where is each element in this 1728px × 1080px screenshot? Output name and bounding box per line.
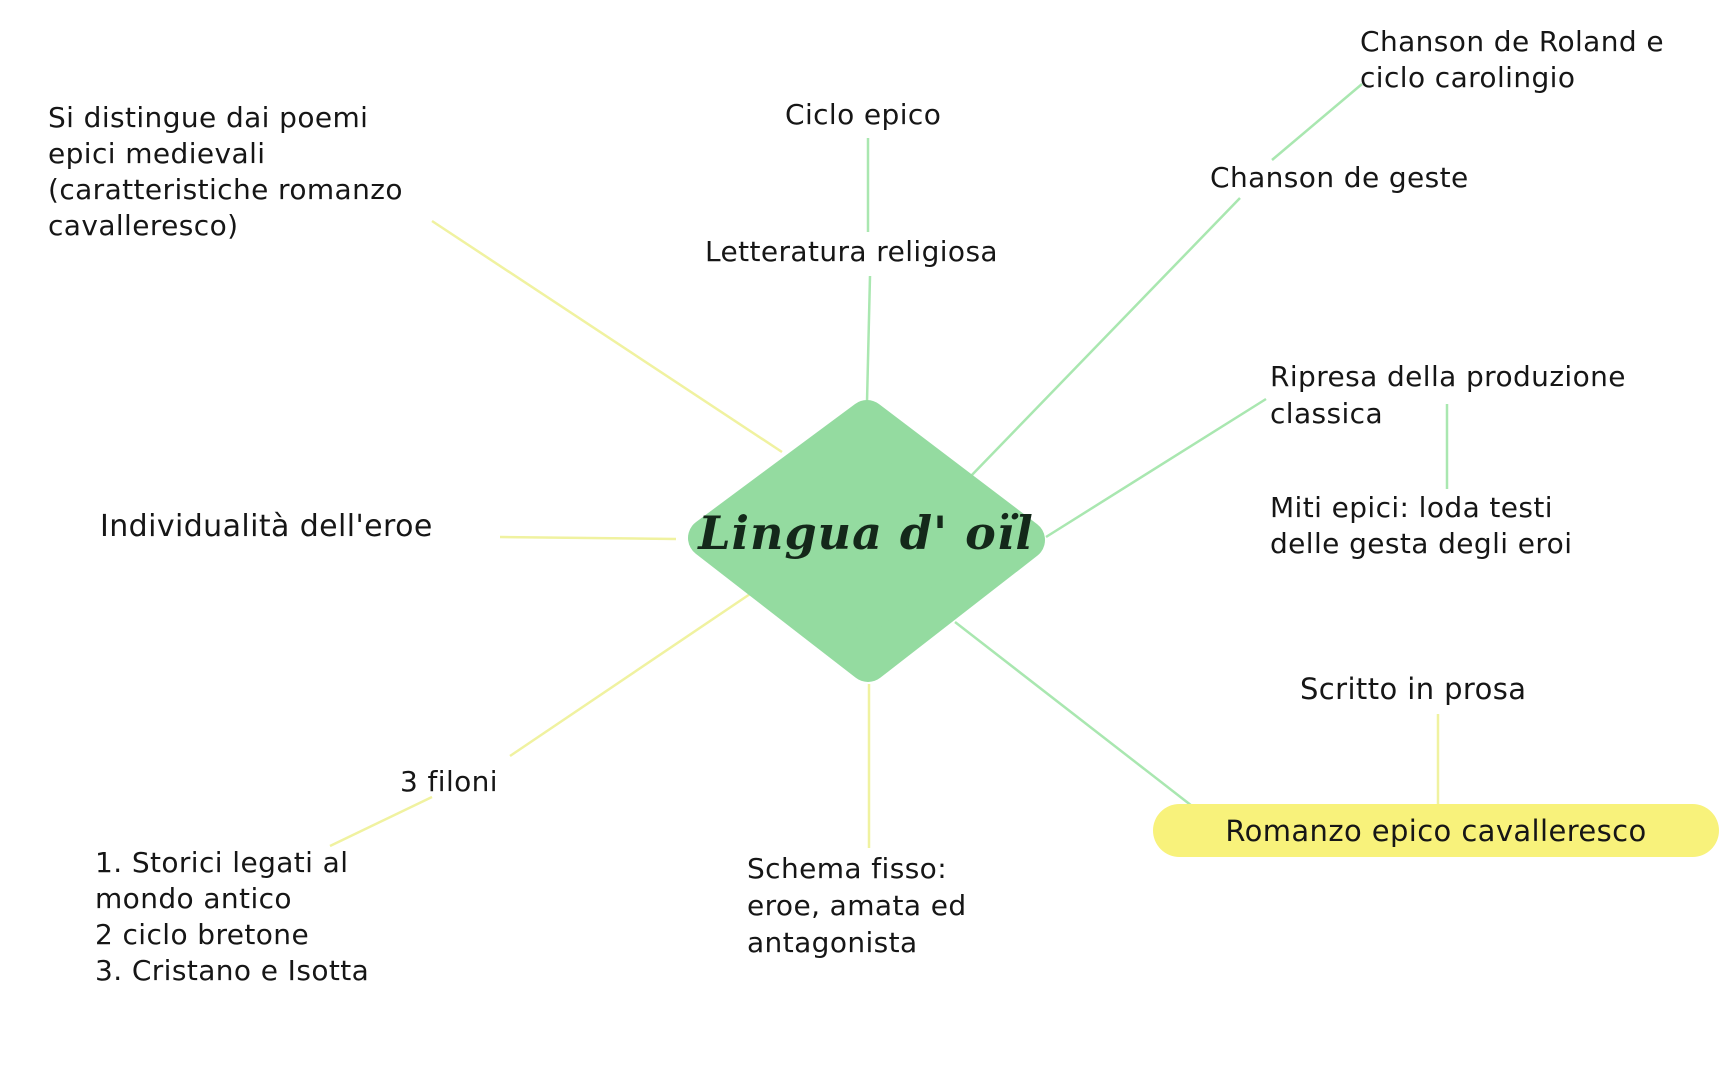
connector-center-chanson-geste bbox=[968, 197, 1241, 479]
connector-center-si-distingue bbox=[431, 219, 783, 454]
node-si-distingue[interactable]: Si distingue dai poemi epici medievali (… bbox=[48, 101, 403, 242]
node-miti-epici[interactable]: Miti epici: loda testi delle gesta degli… bbox=[1270, 491, 1573, 560]
node-individualita-eroe[interactable]: Individualità dell'eroe bbox=[100, 509, 433, 544]
node-3-filoni[interactable]: 3 filoni bbox=[400, 765, 498, 798]
node-ciclo-epico[interactable]: Ciclo epico bbox=[785, 98, 942, 131]
connector-geste-roland bbox=[1271, 83, 1363, 161]
node-romanzo-epico-highlighted[interactable]: Romanzo epico cavalleresco bbox=[1153, 804, 1719, 857]
node-schema-fisso[interactable]: Schema fisso: eroe, amata ed antagonista bbox=[747, 852, 967, 959]
node-letteratura-religiosa[interactable]: Letteratura religiosa bbox=[705, 235, 998, 268]
node-ripresa-classica[interactable]: Ripresa della produzione classica bbox=[1270, 360, 1626, 430]
node-romanzo-epico-label: Romanzo epico cavalleresco bbox=[1225, 813, 1647, 848]
connector-3filoni-elenco bbox=[329, 795, 433, 848]
central-diamond[interactable] bbox=[688, 400, 1045, 682]
connector-letteratura-center bbox=[865, 275, 872, 403]
connector-center-ripresa bbox=[1045, 397, 1267, 539]
central-node-label[interactable]: Lingua d' oïl bbox=[698, 506, 1034, 560]
connector-center-individualita bbox=[499, 535, 677, 541]
connector-center-romanzo bbox=[954, 621, 1193, 807]
connector-center-3filoni bbox=[509, 590, 754, 758]
node-scritto-in-prosa[interactable]: Scritto in prosa bbox=[1300, 672, 1527, 706]
node-filoni-elenco[interactable]: 1. Storici legati al mondo antico 2 cicl… bbox=[95, 846, 370, 987]
node-chanson-geste[interactable]: Chanson de geste bbox=[1210, 161, 1469, 194]
node-chanson-roland[interactable]: Chanson de Roland e ciclo carolingio bbox=[1360, 25, 1664, 94]
